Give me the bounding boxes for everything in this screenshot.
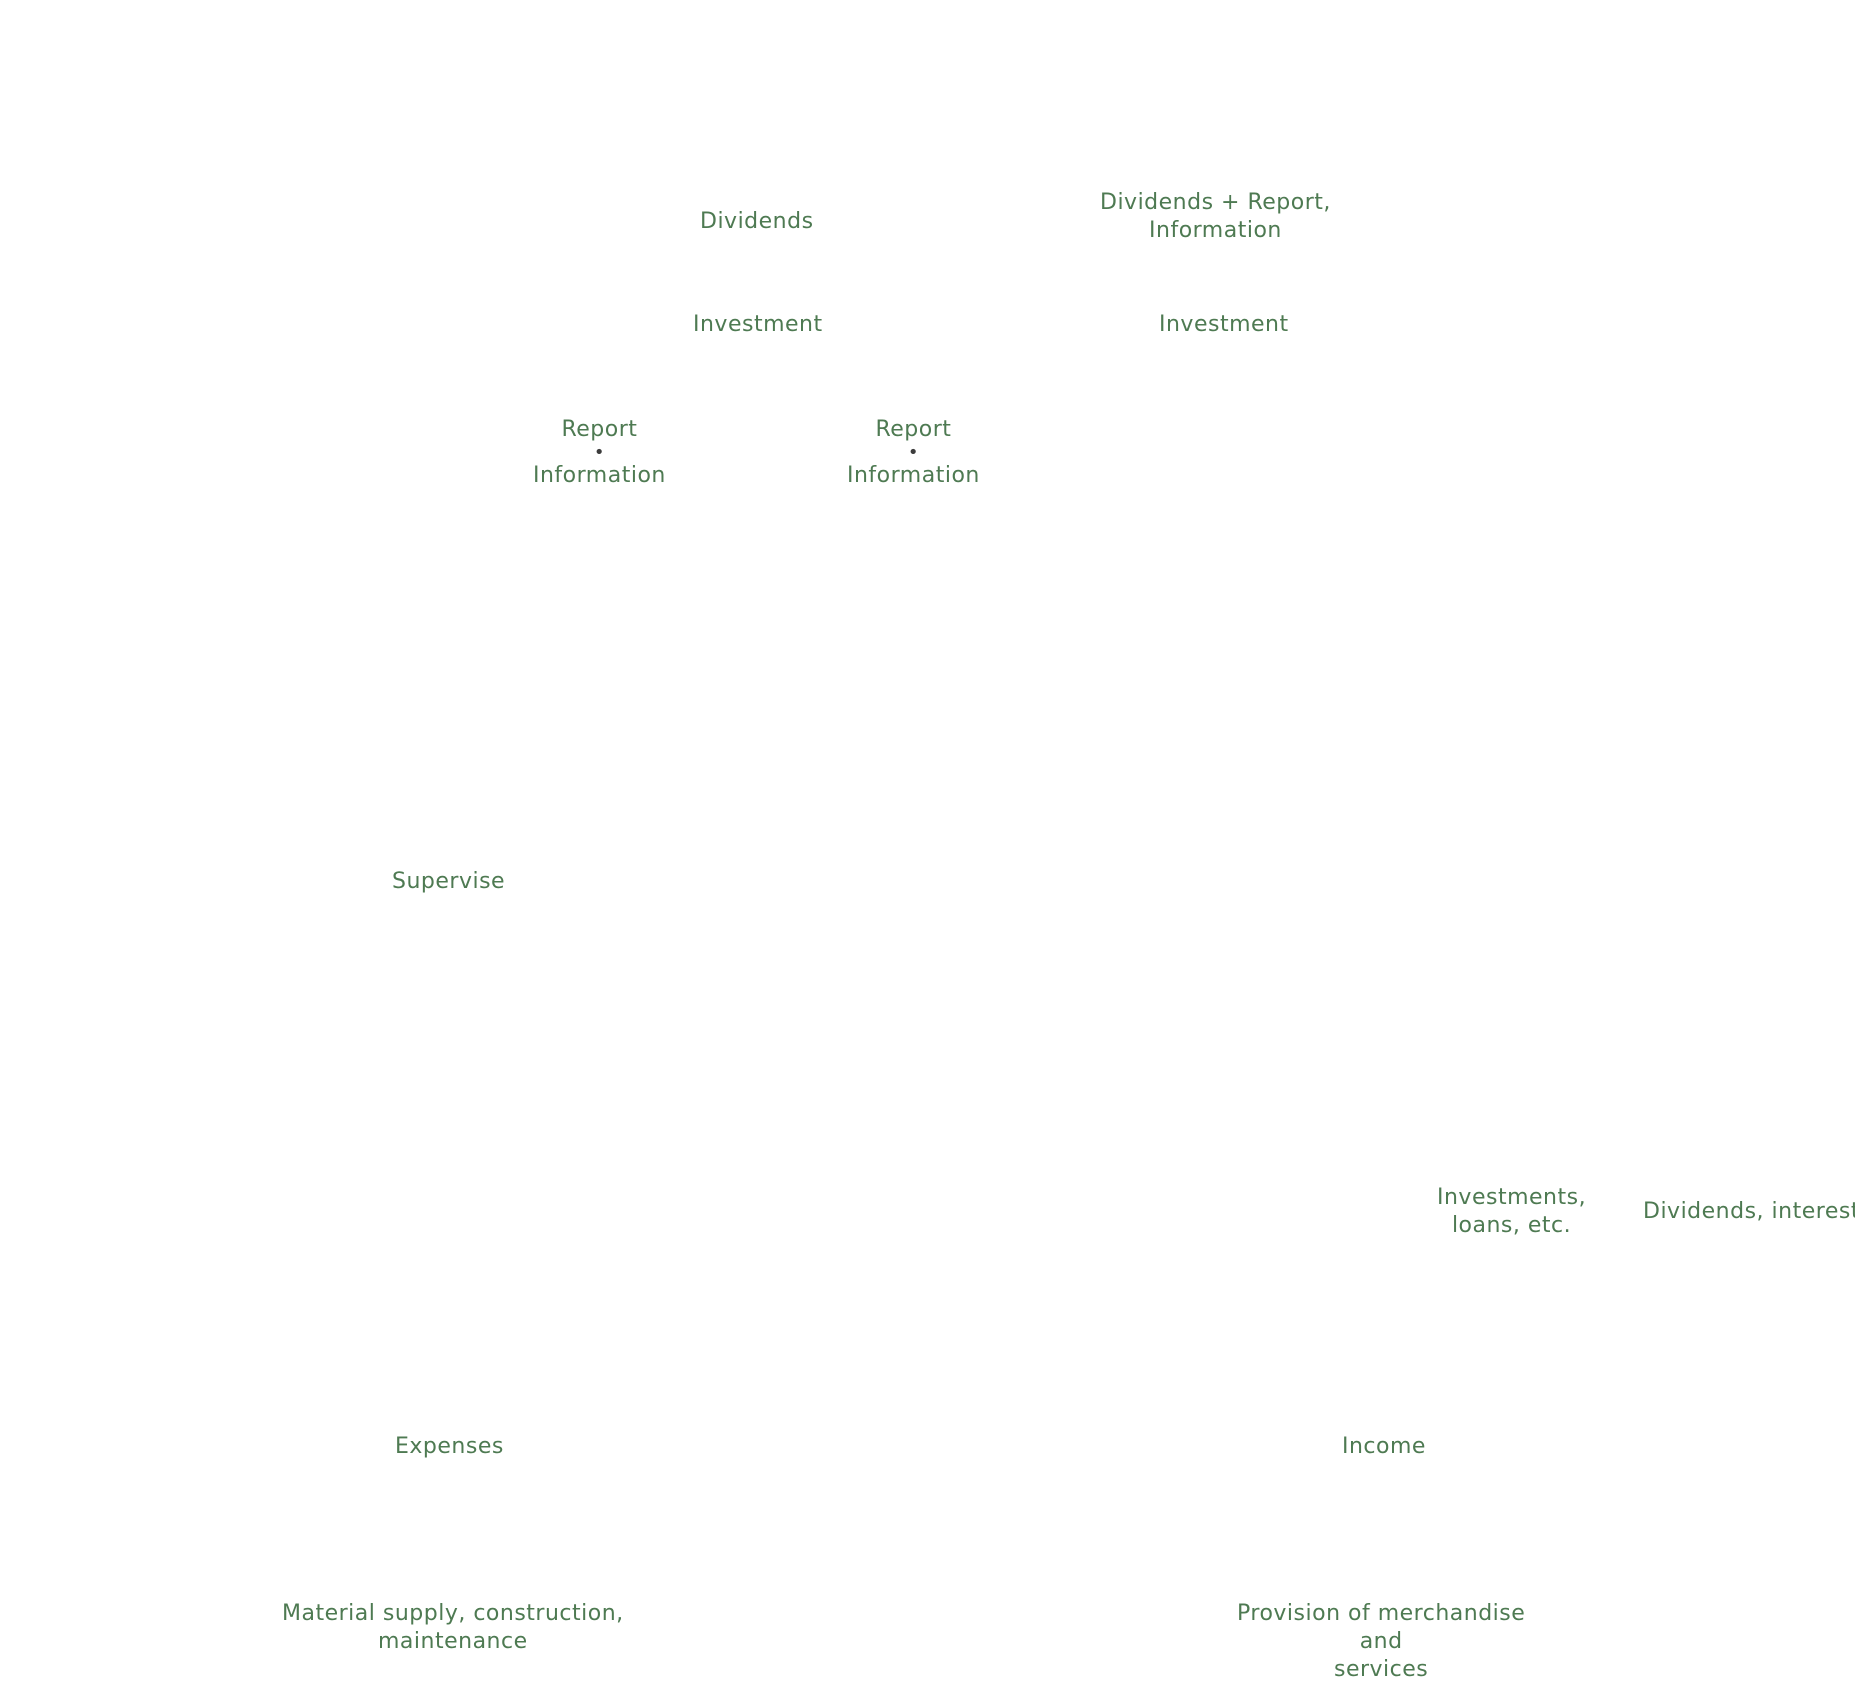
investments-loans-label: Investments, loans, etc. — [1437, 1185, 1587, 1238]
dividends-label: Dividends — [700, 209, 814, 234]
separator-dot: • — [907, 442, 919, 463]
report-information-label-left: Report • Information — [533, 417, 666, 488]
dividends-report-information-label: Dividends + Report, Information — [1100, 190, 1331, 243]
report-information-label-right: Report • Information — [847, 417, 980, 488]
investment-label-right: Investment — [1159, 312, 1289, 337]
investment-label-left: Investment — [693, 312, 823, 337]
expenses-label: Expenses — [395, 1434, 504, 1459]
supervise-label: Supervise — [392, 869, 506, 894]
provision-merchandise-label: Provision of merchandise and services — [1237, 1601, 1526, 1682]
material-supply-label: Material supply, construction, maintenan… — [282, 1601, 624, 1654]
dividends-interest-label: Dividends, interest — [1643, 1199, 1855, 1224]
income-label: Income — [1342, 1434, 1426, 1459]
separator-dot: • — [593, 442, 605, 463]
